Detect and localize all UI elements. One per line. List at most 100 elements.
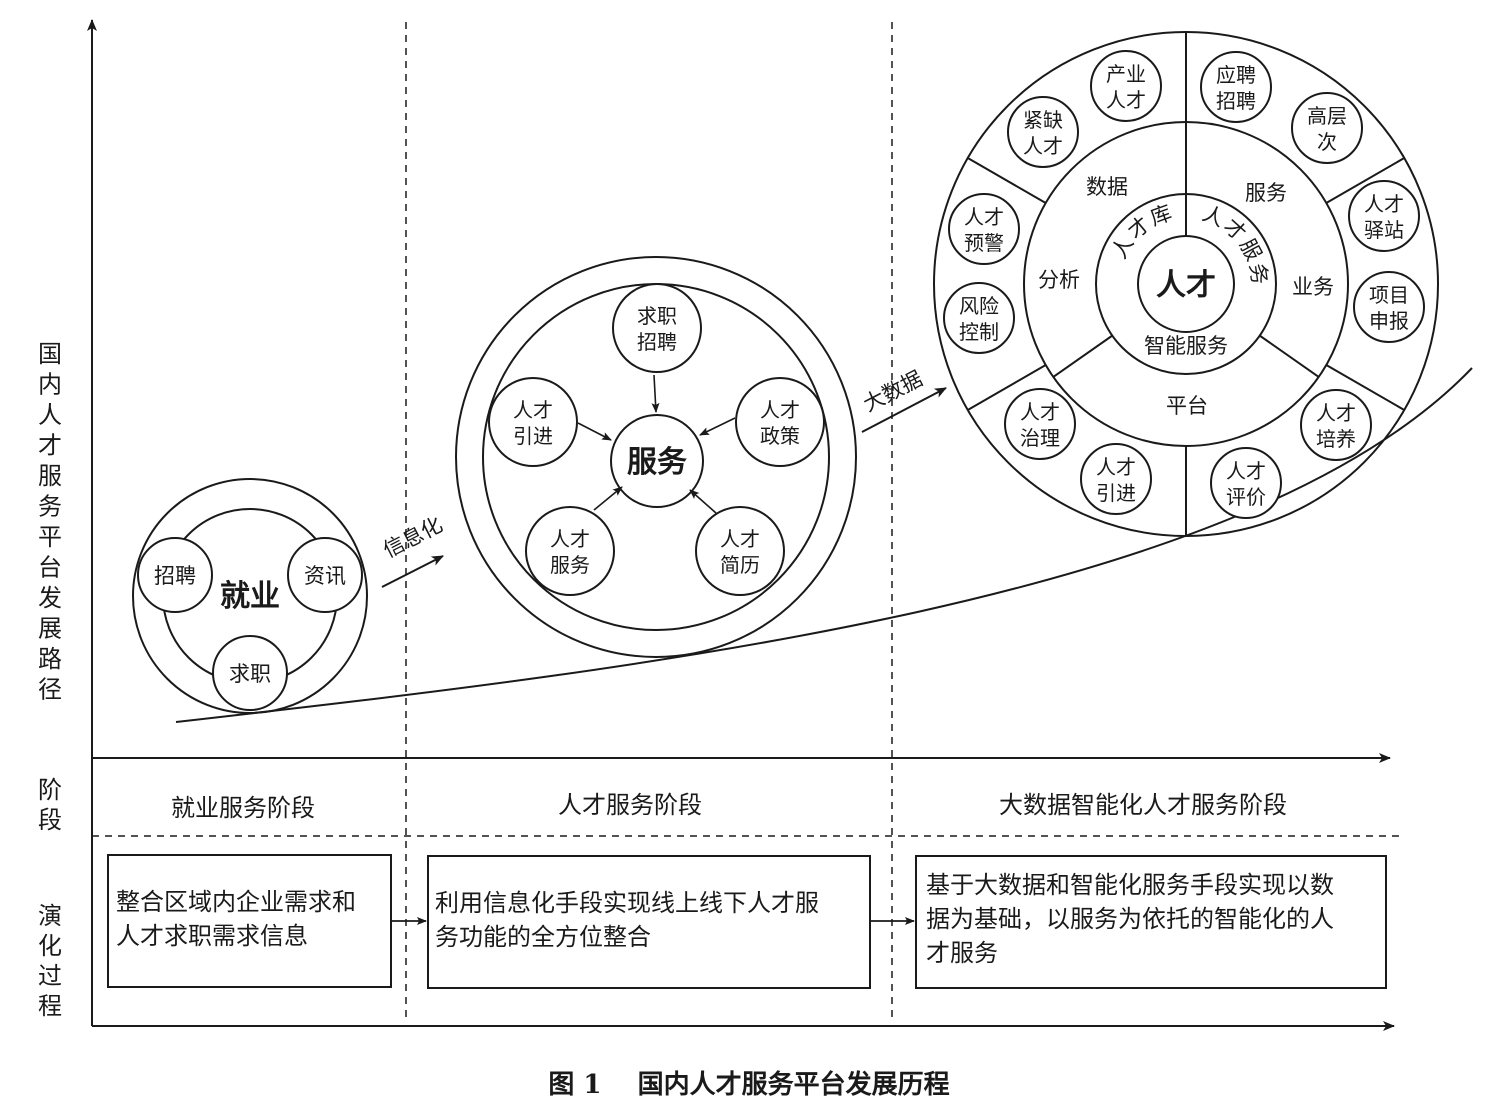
- stage3-label-fuwu: 服务: [1245, 181, 1287, 205]
- svg-text:引进: 引进: [1096, 481, 1136, 505]
- stage3-outer-spoke: [967, 157, 1047, 204]
- y-axis-label-char: 才: [38, 432, 62, 460]
- svg-text:人才: 人才: [1364, 192, 1404, 216]
- stage3-nodes: 产业人才紧缺人才应聘招聘高层次人才预警风险控制人才驿站项目申报人才治理人才引进人…: [943, 50, 1425, 519]
- svg-text:次: 次: [1317, 130, 1337, 154]
- evolution-row-label-char: 化: [38, 932, 62, 960]
- stage2-arrows: [577, 374, 736, 514]
- svg-text:求职: 求职: [229, 662, 271, 686]
- svg-text:培养: 培养: [1316, 427, 1356, 451]
- svg-text:资讯: 资讯: [304, 564, 346, 588]
- svg-text:简历: 简历: [720, 553, 760, 577]
- y-axis-label-char: 服: [38, 462, 62, 490]
- evolution-text-1: 整合区域内企业需求和 人才求职需求信息: [116, 885, 391, 953]
- stage3-label-pingtai: 平台: [1166, 394, 1208, 418]
- svg-text:引进: 引进: [513, 424, 553, 448]
- stage3-center-label: 人才: [1156, 268, 1216, 303]
- evolution-row-label-char: 过: [38, 962, 62, 990]
- stage3-label-yewu: 业务: [1292, 275, 1334, 299]
- stage3-inner-label-rencaifuwu: 务: [1245, 262, 1272, 286]
- svg-text:求职: 求职: [637, 304, 677, 328]
- y-axis-label-char: 内: [38, 371, 62, 399]
- stage-row-label: 阶段: [38, 776, 62, 834]
- svg-text:预警: 预警: [964, 231, 1004, 255]
- y-axis-label-char: 展: [38, 615, 62, 643]
- stage3-node-gaocengci: 高层次: [1291, 92, 1363, 164]
- svg-text:政策: 政策: [760, 424, 800, 448]
- big-data-arrow: [861, 387, 947, 433]
- stage1-cluster: 就业 招聘 资讯 求职: [132, 478, 368, 714]
- growth-curve: [175, 367, 1473, 723]
- svg-text:人才: 人才: [720, 527, 760, 551]
- stage3-label-shuju: 数据: [1086, 175, 1128, 199]
- evolution-box-2: [427, 855, 871, 989]
- svg-text:人才: 人才: [760, 398, 800, 422]
- y-axis-label-char: 务: [38, 493, 62, 521]
- evolution-text-3-line-1: 基于大数据和智能化服务手段实现以数: [926, 871, 1334, 899]
- stage1-node-qiuzhi: 求职: [212, 635, 288, 711]
- stage3-outer-spoke: [967, 364, 1047, 411]
- svg-text:产业: 产业: [1106, 62, 1146, 86]
- figure-caption: 图 1 国内人才服务平台发展历程: [548, 1070, 950, 1100]
- stage3-outer-spoke: [1325, 157, 1405, 204]
- svg-text:风险: 风险: [959, 294, 999, 318]
- stage-row-label-char: 阶: [38, 776, 62, 804]
- stage-name-talent: 人才服务阶段: [558, 791, 702, 819]
- svg-text:治理: 治理: [1020, 426, 1060, 450]
- svg-text:招聘: 招聘: [154, 564, 196, 588]
- svg-text:人才: 人才: [1096, 455, 1136, 479]
- stage1-node-zixun: 资讯: [287, 537, 363, 613]
- stage3-inner-label-smart: 智能服务: [1144, 334, 1228, 358]
- evolution-box-3: [915, 855, 1387, 989]
- y-axis-label-char: 国: [38, 340, 62, 368]
- stage-row-label-char: 段: [38, 806, 62, 834]
- stage3-spokes: [967, 32, 1405, 536]
- svg-text:应聘: 应聘: [1216, 63, 1256, 87]
- stage1-center-label: 就业: [220, 579, 280, 614]
- evolution-text-3-line-3: 才服务: [926, 939, 998, 967]
- evolution-text-1-line-2: 人才求职需求信息: [116, 922, 308, 950]
- big-data-label: 大数据: [859, 366, 926, 416]
- stage3-inner-spoke: [1052, 334, 1113, 378]
- stage-name-employment: 就业服务阶段: [171, 794, 315, 822]
- evolution-text-2: 利用信息化手段实现线上线下人才服 务功能的全方位整合: [435, 886, 867, 954]
- y-axis-label-char: 人: [38, 401, 62, 429]
- evolution-row-label-char: 演: [38, 902, 62, 930]
- svg-text:人才: 人才: [964, 205, 1004, 229]
- svg-text:人才: 人才: [550, 527, 590, 551]
- svg-text:控制: 控制: [959, 320, 999, 344]
- stage2-node-rencai-fuwu: 人才服务: [525, 506, 615, 596]
- evolution-text-2-line-2: 务功能的全方位整合: [435, 923, 651, 951]
- svg-text:驿站: 驿站: [1364, 218, 1404, 242]
- evolution-row-label-char: 程: [38, 992, 62, 1020]
- svg-text:申报: 申报: [1369, 309, 1409, 333]
- y-axis-label-char: 发: [38, 584, 62, 612]
- svg-text:招聘: 招聘: [637, 330, 677, 354]
- stage2-outer-ring: [455, 256, 857, 658]
- evolution-text-3-line-2: 据为基础，以服务为依托的智能化的人: [926, 905, 1334, 933]
- evolution-text-1-line-1: 整合区域内企业需求和: [116, 888, 356, 916]
- stage1-node-zhaopin: 招聘: [137, 537, 213, 613]
- informatization-arrow: [381, 555, 444, 588]
- stage3-cluster: 人才 人才库人才服务 智能服务 数据 分析 服务 业务 平台 产业人才紧缺人才应…: [933, 31, 1439, 537]
- y-axis-label-char: 径: [38, 676, 62, 704]
- informatization-label: 信息化: [379, 512, 446, 562]
- svg-text:招聘: 招聘: [1216, 89, 1256, 113]
- stage2-center-label: 服务: [627, 445, 687, 480]
- stage-name-bigdata: 大数据智能化人才服务阶段: [999, 791, 1287, 819]
